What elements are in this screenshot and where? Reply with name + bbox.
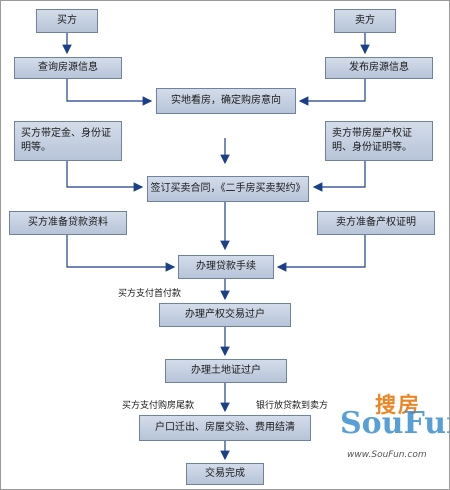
label-down-payment: 买方支付首付款 — [118, 289, 182, 299]
node-query-info: 查询房源信息 — [14, 57, 122, 79]
node-buyer-deposit: 买方带定金、身份证明等。 — [14, 121, 122, 161]
arrow-titledocs-to-loan — [276, 235, 366, 272]
node-view-house: 实地看房，确定购房意向 — [156, 88, 296, 114]
node-household-transfer: 户口迁出、房屋交验、费用结清 — [139, 415, 311, 441]
node-publish-info: 发布房源信息 — [325, 57, 433, 79]
node-sign-contract: 签订买卖合同，《二手房买卖契约》 — [147, 176, 309, 202]
watermark-url: www.SouFun.com — [347, 450, 427, 460]
node-buyer: 买方 — [36, 9, 98, 33]
watermark-brand-cn: 搜房 — [375, 393, 421, 417]
arrow-sellerdocs-to-sign — [312, 161, 366, 192]
label-final-payment: 买方支付购房尾款 — [122, 401, 195, 411]
node-seller: 卖方 — [334, 9, 396, 33]
node-buyer-loan-docs: 买方准备贷款资料 — [9, 211, 127, 235]
arrow-publish-to-view — [298, 79, 366, 106]
node-seller-title-docs: 卖方准备产权证明 — [317, 211, 435, 235]
node-land-transfer: 办理土地证过户 — [165, 359, 287, 383]
node-title-transfer: 办理产权交易过户 — [159, 303, 291, 327]
node-loan-process: 办理贷款手续 — [178, 255, 274, 279]
node-seller-docs: 卖方带房屋产权证明、身份证明等。 — [325, 121, 433, 161]
arrow-query-to-view — [66, 79, 153, 106]
arrow-loandocs-to-loan — [66, 235, 176, 272]
label-bank-release: 银行放贷款到卖方 — [256, 401, 329, 411]
arrow-deposit-to-sign — [66, 161, 144, 192]
node-done: 交易完成 — [186, 463, 264, 485]
watermark-brand-en: SouFun — [340, 406, 449, 441]
